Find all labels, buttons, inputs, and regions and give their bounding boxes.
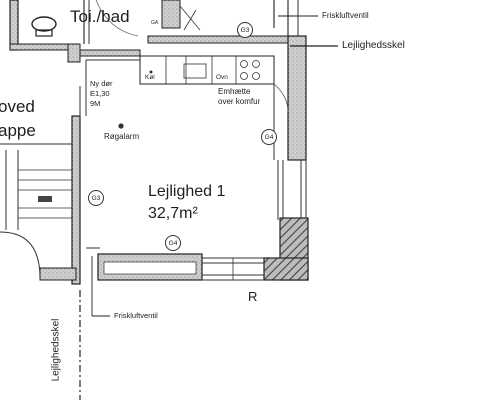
party-wall-label-vertical: Lejlighedsskel (50, 318, 62, 382)
ga-mark: GA (151, 20, 159, 26)
right-exterior-wall (263, 35, 309, 281)
fresh-air-valve-label-top: Friskluftventil (322, 11, 369, 20)
window-tag-bottom: G4 (165, 235, 181, 251)
stove-icon (240, 60, 260, 80)
r-mark: R (248, 289, 258, 304)
new-door-note-line1: Ny dør (90, 79, 113, 88)
stair-hall-label-line1: oved (0, 97, 35, 116)
apartment-name: Lejlighed 1 (148, 183, 226, 200)
kitchen (139, 55, 289, 160)
apartment-area: 32,7m² (148, 205, 198, 222)
smoke-alarm-label: Røgalarm (104, 132, 140, 141)
hood-label-line2: over komfur (218, 97, 261, 106)
bottom-exterior-wall (97, 253, 264, 281)
smoke-alarm-icon (118, 123, 124, 129)
upper-walls (79, 0, 299, 57)
toilet-icon (31, 16, 57, 37)
fridge-label: Køl (145, 74, 155, 81)
fridge-marker-icon (149, 70, 153, 74)
left-interior-wall (39, 59, 140, 285)
staircase (0, 143, 72, 279)
window-tag-right: G4 (261, 129, 277, 145)
oven-label: Ovn (216, 74, 228, 81)
toilet-bath-label: Toi./bad (70, 7, 130, 26)
annotation-leaders (79, 15, 338, 400)
fresh-air-valve-label-bottom: Friskluftventil (114, 311, 158, 320)
hood-label-line1: Emhætte (218, 87, 251, 96)
party-wall-label: Lejlighedsskel (342, 40, 405, 51)
window-tag-top: G3 (237, 22, 253, 38)
new-door-note-line3: 9M (90, 99, 101, 108)
new-door-note-line2: E1,30 (90, 89, 110, 98)
window-tag-left: G3 (88, 190, 104, 206)
stair-hall-label-line2: appe (0, 121, 36, 140)
